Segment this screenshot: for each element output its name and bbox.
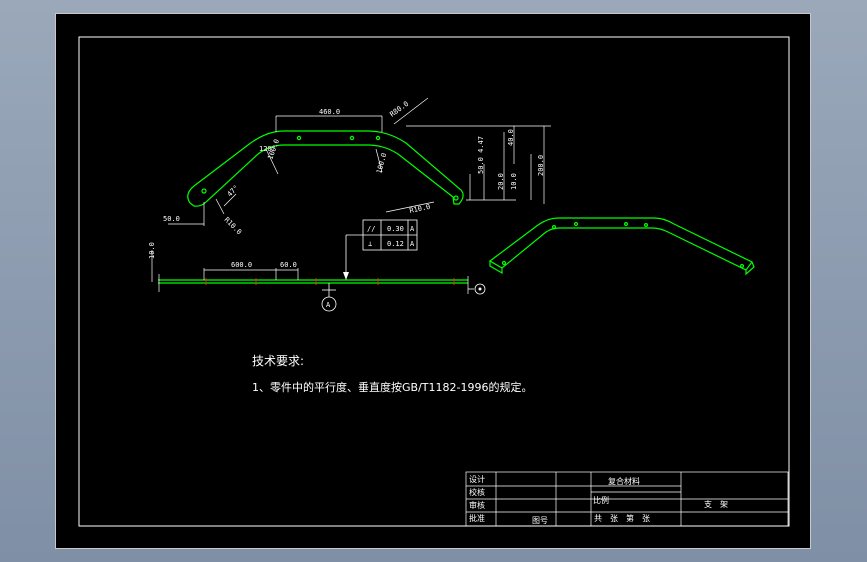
tb-review: 审核: [469, 500, 485, 510]
perp-symbol: ⊥: [368, 240, 372, 248]
title-block-text: 设计 校核 审核 批准 复合材料 比例 支 架 共 张 第 张 图号: [469, 474, 728, 525]
dim-r10-right: R10.0: [409, 203, 431, 215]
dim-side-length: 600.0: [231, 261, 252, 269]
dim-left-100: 100.0: [266, 138, 281, 161]
tb-approve: 批准: [469, 513, 485, 523]
dim-angle-47: 47°: [226, 184, 241, 199]
hole: [201, 188, 207, 194]
tb-drawing-no: 图号: [532, 516, 548, 525]
title-block: [465, 471, 789, 527]
tb-sheet-count: 共 张 第 张: [594, 513, 650, 523]
inner-border: [78, 36, 790, 527]
technical-notes: 技术要求: 1、零件中的平行度、垂直度按GB/T1182-1996的规定。: [252, 354, 532, 394]
parallel-symbol: //: [367, 225, 375, 233]
dim-right-100: 100.0: [375, 152, 388, 174]
dim-hole-pitch: 60.0: [280, 261, 297, 269]
bracket-outer-outline: [187, 130, 464, 207]
hole: [349, 135, 355, 141]
perp-value: 0.12: [387, 240, 404, 248]
drawing-sheet: 460.0 R80.0 40.0 200.0 50.0 4.47 20.0 10…: [55, 13, 811, 549]
front-view-dimension-text: 460.0 R80.0 40.0 200.0 50.0 4.47 20.0 10…: [163, 100, 545, 237]
perp-datum: A: [410, 240, 415, 248]
dim-angle-120: 120°: [259, 145, 276, 153]
dim-thickness: 10.0: [148, 242, 156, 259]
datum-label: A: [326, 301, 331, 309]
drawing-canvas: 460.0 R80.0 40.0 200.0 50.0 4.47 20.0 10…: [78, 36, 790, 527]
dim-10: 10.0: [510, 173, 518, 190]
dim-top-radius: R80.0: [388, 100, 410, 119]
dim-left-50: 50.0: [163, 215, 180, 223]
tb-check: 校核: [469, 487, 485, 497]
dim-40: 40.0: [507, 129, 515, 146]
top-view: 600.0 60.0 10.0 A: [148, 242, 486, 312]
parallel-value: 0.30: [387, 225, 404, 233]
dim-50-4-47: 50.0 4.47: [477, 136, 485, 174]
hole: [296, 135, 302, 141]
view-symbol: [474, 283, 486, 295]
notes-heading: 技术要求:: [252, 354, 304, 368]
dim-top-length: 460.0: [319, 108, 340, 116]
isometric-view: [488, 217, 755, 276]
datum-circle: [321, 296, 337, 312]
front-view: [187, 130, 464, 207]
tb-scale: 比例: [593, 495, 609, 505]
dim-r10-left: R10.0: [223, 216, 244, 237]
parallel-datum: A: [410, 225, 415, 233]
dim-overall-height: 200.0: [537, 155, 545, 176]
tolerance-frame: // 0.30 A ⊥ 0.12 A: [343, 219, 418, 280]
tb-design: 设计: [469, 474, 485, 484]
hole: [453, 195, 459, 201]
tb-part-name: 支 架: [704, 499, 728, 509]
tb-material: 复合材料: [608, 476, 640, 486]
hole: [375, 135, 381, 141]
front-view-dimensions: [168, 97, 551, 226]
notes-item-1: 1、零件中的平行度、垂直度按GB/T1182-1996的规定。: [252, 380, 532, 394]
dim-20: 20.0: [497, 173, 505, 190]
